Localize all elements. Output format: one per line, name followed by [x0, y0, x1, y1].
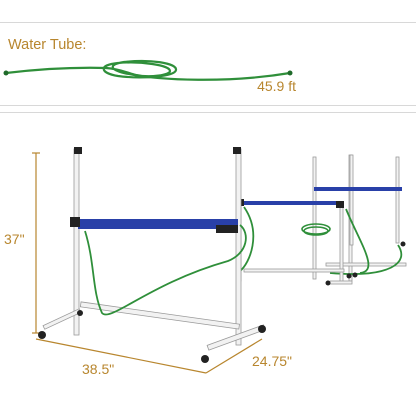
water-tube-length: 45.9 ft — [257, 78, 296, 94]
hurdle-front — [38, 147, 266, 363]
hose-end-right — [287, 70, 293, 76]
front-bar — [78, 219, 238, 229]
hose-end-left — [3, 70, 9, 76]
far-bar — [314, 187, 402, 191]
hurdle-far — [312, 154, 407, 282]
hose-coil — [4, 59, 292, 81]
front-hose — [84, 224, 247, 316]
water-tube-title: Water Tube: — [8, 37, 87, 53]
depth-line — [205, 338, 263, 374]
hose-coil-small — [301, 223, 331, 236]
hurdle-middle — [236, 199, 370, 286]
depth-dimension-label: 24.75" — [252, 353, 293, 369]
water-tube-illustration — [3, 59, 293, 81]
water-tube-panel: Water Tube: 45.9 ft — [0, 22, 416, 106]
width-dimension-label: 38.5" — [82, 361, 115, 377]
middle-bar — [240, 201, 344, 205]
width-line — [35, 338, 207, 374]
hurdle-panel: 37" 38.5" 24.75" — [0, 112, 416, 416]
height-dimension-label: 37" — [4, 231, 25, 247]
hurdle-illustration — [32, 147, 407, 374]
